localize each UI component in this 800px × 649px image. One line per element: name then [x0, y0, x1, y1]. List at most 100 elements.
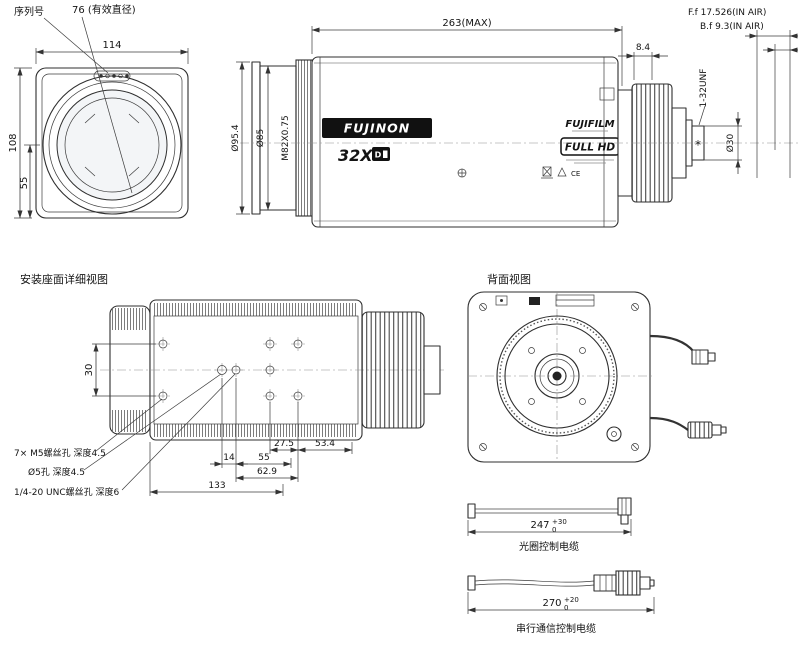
maker-text: FUJIFILM	[565, 119, 614, 130]
mount-view-title: 安装座面详细视图	[20, 272, 108, 286]
mount-notes: 7× M5螺丝孔 深度4.5 Ø5孔 深度4.5 1/4-20 UNC螺丝孔 深…	[14, 373, 236, 498]
rear-view: 背面视图	[467, 272, 727, 463]
side-view: FUJINON 32X D FUJIFILM FULL HD CE *	[240, 30, 798, 228]
serial-marking	[93, 70, 131, 82]
zoom-badge: D	[372, 147, 390, 161]
serial-leader-line	[43, 17, 109, 74]
effective-dia-leader-line	[81, 16, 133, 194]
front-view: 序列号 76 (有效直径)	[14, 3, 189, 219]
dim-step-value: 8.4	[636, 43, 651, 53]
dim-total-263: 263(MAX)	[311, 18, 623, 86]
serial-cable-drawing: 270 +20 0 串行通信控制电缆	[467, 570, 655, 635]
dim-bf-value: B.f 9.3(IN AIR)	[700, 22, 764, 32]
front-ring-rib-bottom	[112, 410, 148, 432]
serial-number-label: 序列号	[14, 5, 44, 18]
dim-53-4-value: 53.4	[315, 439, 335, 449]
dim-55-value: 55	[258, 453, 269, 463]
mount-view: 安装座面详细视图	[20, 272, 444, 441]
dim-width-114: 114	[35, 40, 189, 64]
dim-62-9: 62.9	[235, 467, 299, 481]
unc-leader-line	[121, 373, 236, 491]
lens-ring-outer	[42, 75, 182, 215]
dim-bf: B.f 9.3(IN AIR)	[700, 22, 798, 53]
d5-note: Ø5孔 深度4.5	[28, 466, 85, 478]
certification-marks: CE	[457, 166, 580, 179]
filter-thread-label: M82X0.75	[281, 115, 291, 160]
serial-length-value: 270	[542, 598, 561, 609]
dim-ff: F.f 17.526(IN AIR)	[688, 8, 798, 39]
dim-front-dia-value: Ø95.4	[230, 124, 241, 151]
iris-tol-plus: +30	[552, 518, 567, 526]
dim-step-8-4: 8.4	[618, 43, 668, 80]
weee-bin-icon	[542, 166, 552, 177]
dim-rear-dia-30: Ø30	[704, 112, 742, 174]
iris-plug-tip	[707, 352, 716, 362]
dim-27-5-value: 27.5	[274, 439, 294, 449]
rear-aux-hole-center	[611, 431, 617, 437]
focal-reference-planes	[756, 30, 791, 178]
mount-thread-label: 1-32UNF	[699, 69, 709, 108]
dim-center-55: 55	[19, 144, 40, 219]
dim-62-9-value: 62.9	[257, 467, 277, 477]
dim-width-value: 114	[102, 40, 121, 51]
dim-133: 133	[149, 481, 284, 495]
dim-ff-value: F.f 17.526(IN AIR)	[688, 8, 766, 18]
rear-corner-screws	[479, 303, 639, 451]
mount-rear-knurl	[361, 311, 425, 429]
lens-element-edge	[64, 97, 160, 193]
mount-dimensions: 30 27.5 53.4 14 55 62.9 133	[84, 343, 353, 496]
zoom-badge-letter: D	[375, 151, 382, 160]
front-ring-rib-top	[112, 308, 148, 330]
serial-cable-label: 串行通信控制电缆	[516, 622, 596, 635]
iris-cable-label: 光圈控制电缆	[519, 540, 579, 553]
serial-tol-minus: 0	[564, 604, 568, 612]
m5-note: 7× M5螺丝孔 深度4.5	[14, 447, 106, 459]
serial-cable-lens-end	[467, 575, 476, 591]
dim-14: 14	[210, 453, 248, 467]
body-edge-lines	[314, 62, 616, 222]
body-rib-top	[154, 303, 358, 316]
rear-view-title: 背面视图	[487, 272, 531, 286]
dim-rows-30: 30	[84, 343, 156, 397]
lens-ring-inner	[48, 81, 176, 209]
dim-55: 55	[235, 453, 292, 467]
dim-total-value: 263(MAX)	[442, 18, 491, 29]
recycle-triangle-icon	[557, 167, 567, 177]
rear-cable-top	[649, 334, 716, 365]
iris-tol-minus: 0	[552, 526, 556, 534]
serial-cable-wire	[474, 579, 595, 587]
mounting-holes	[156, 337, 305, 403]
iris-length-value: 247	[530, 520, 549, 531]
rear-cable-bottom	[649, 416, 727, 439]
serial-cable-dimension: 270 +20 0	[467, 592, 655, 614]
effective-diameter-label: 76 (有效直径)	[72, 3, 136, 16]
iris-cable-dimension: 247 +30 0	[467, 518, 632, 536]
dim-barrel-dia-85: Ø85	[255, 65, 271, 211]
dim-height-value: 108	[8, 133, 19, 152]
rear-top-details	[495, 294, 595, 307]
dim-53-4: 53.4	[297, 439, 353, 453]
focus-ring-knurl	[295, 59, 313, 217]
brand-label-band	[322, 118, 432, 138]
rear-asterisk-mark: *	[695, 138, 701, 152]
iris-cable-drawing: 247 +30 0 光圈控制电缆	[467, 497, 632, 553]
zoom-text: 32X	[338, 146, 373, 165]
lens-glass	[56, 89, 168, 201]
side-dimensions: 263(MAX) 8.4 F.f 17.526(IN AIR) B.f 9.3(…	[230, 8, 798, 215]
lens-reflection-marks	[84, 113, 140, 177]
d5-leader-line	[83, 373, 222, 471]
rear-connector	[547, 366, 567, 386]
dim-barrel-dia-value: Ø85	[255, 129, 266, 148]
ce-mark: CE	[571, 170, 580, 178]
mount-rear-stub	[423, 345, 441, 395]
dim-rear-dia-value: Ø30	[725, 133, 736, 152]
dim-27-5: 27.5	[269, 439, 299, 453]
mount-thread-callout: 1-32UNF	[698, 69, 709, 126]
front-dimensions: 114 108 55	[8, 40, 189, 219]
iris-cable-lens-end	[467, 503, 476, 519]
body-rib-bottom	[154, 424, 358, 437]
dim-rows-value: 30	[84, 364, 95, 377]
serial-plug-tip	[720, 426, 727, 434]
dim-front-dia-95-4: Ø95.4	[230, 61, 250, 215]
